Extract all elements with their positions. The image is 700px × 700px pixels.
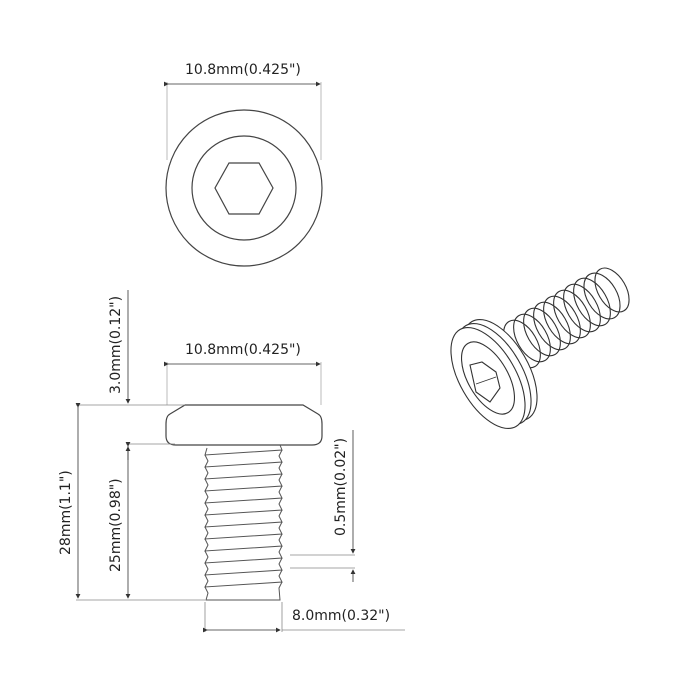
hex-socket	[469, 361, 501, 403]
thread-lines	[204, 444, 283, 601]
thread-length-label: 25mm(0.98")	[108, 478, 124, 572]
total-length-label: 28mm(1.1")	[58, 470, 74, 555]
thread-pitch-label: 0.5mm(0.02")	[333, 437, 349, 536]
iso-threads	[503, 267, 630, 369]
side-view	[75, 290, 405, 633]
isometric-view	[450, 267, 630, 430]
top-view	[164, 81, 323, 267]
top-diameter-label: 10.8mm(0.425")	[185, 62, 301, 78]
head-height-label: 3.0mm(0.12")	[108, 295, 124, 394]
thread-diameter-label: 8.0mm(0.32")	[292, 608, 391, 624]
head-diameter-label: 10.8mm(0.425")	[185, 342, 301, 358]
